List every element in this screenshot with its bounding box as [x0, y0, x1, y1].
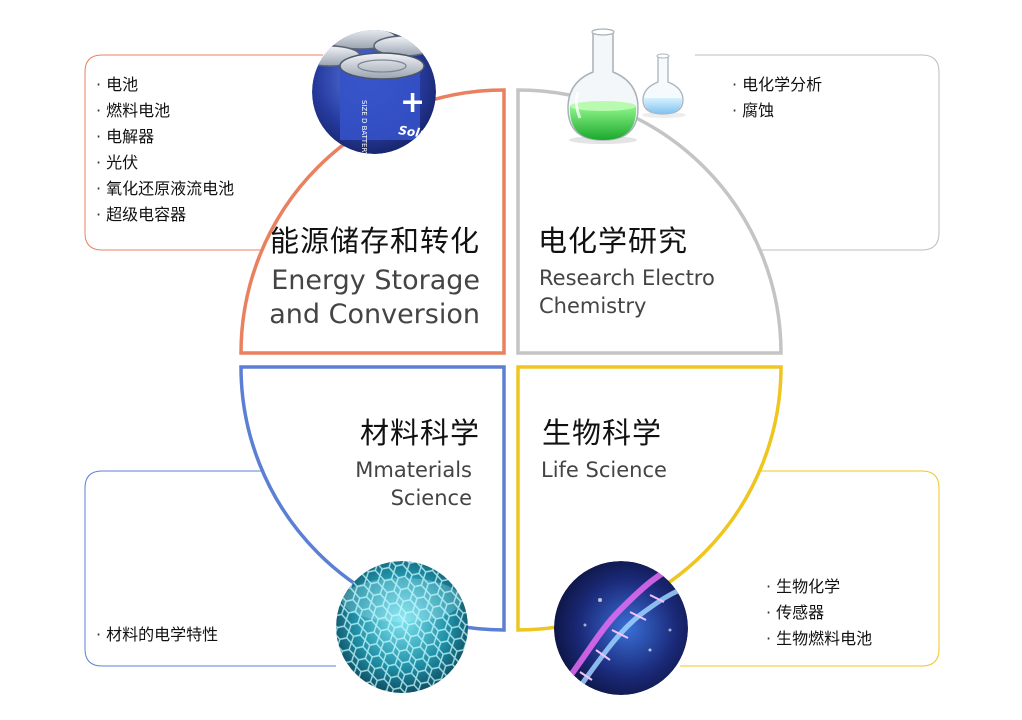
battery-image: + SIZE D BATTERY Solar [312, 30, 436, 157]
list-item: 氧化还原液流电池 [96, 176, 234, 202]
life-title-cn: 生物科学 [542, 416, 663, 450]
list-item: 超级电容器 [96, 202, 234, 228]
life-box-border [650, 470, 940, 667]
energy-title-en: Energy Storage and Conversion [269, 265, 480, 330]
energy-quadrant [239, 88, 506, 355]
graphene-image [336, 561, 468, 693]
life-title-en: Life Science [541, 458, 667, 482]
electrochem-items-list: 电化学分析 腐蚀 [732, 72, 822, 124]
list-item: 燃料电池 [96, 98, 234, 124]
energy-title-cn: 能源储存和转化 [269, 224, 480, 258]
list-item: 腐蚀 [732, 98, 822, 124]
electrochem-title-cn: 电化学研究 [538, 224, 689, 258]
electrochem-title-en: Research Electro Chemistry [539, 266, 715, 318]
energy-items-list: 电池 燃料电池 电解器 光伏 氧化还原液流电池 超级电容器 [96, 72, 234, 228]
life-items-list: 生物化学 传感器 生物燃料电池 [766, 574, 872, 652]
materials-items-list: 材料的电学特性 [96, 622, 218, 648]
list-item: 材料的电学特性 [96, 622, 218, 648]
materials-title-en: Mmaterials Science [355, 458, 472, 510]
energy-box-border [84, 54, 323, 251]
battery-size-label: SIZE D BATTERY [360, 100, 368, 157]
list-item: 电解器 [96, 124, 234, 150]
electrochem-box-border [695, 54, 940, 251]
flask-image [567, 28, 686, 144]
list-item: 电化学分析 [732, 72, 822, 98]
materials-box-border [84, 470, 370, 667]
list-item: 生物燃料电池 [766, 626, 872, 652]
list-item: 生物化学 [766, 574, 872, 600]
list-item: 电池 [96, 72, 234, 98]
materials-title-cn: 材料科学 [359, 416, 480, 450]
list-item: 光伏 [96, 150, 234, 176]
list-item: 传感器 [766, 600, 872, 626]
battery-plus-icon: + [400, 85, 425, 120]
